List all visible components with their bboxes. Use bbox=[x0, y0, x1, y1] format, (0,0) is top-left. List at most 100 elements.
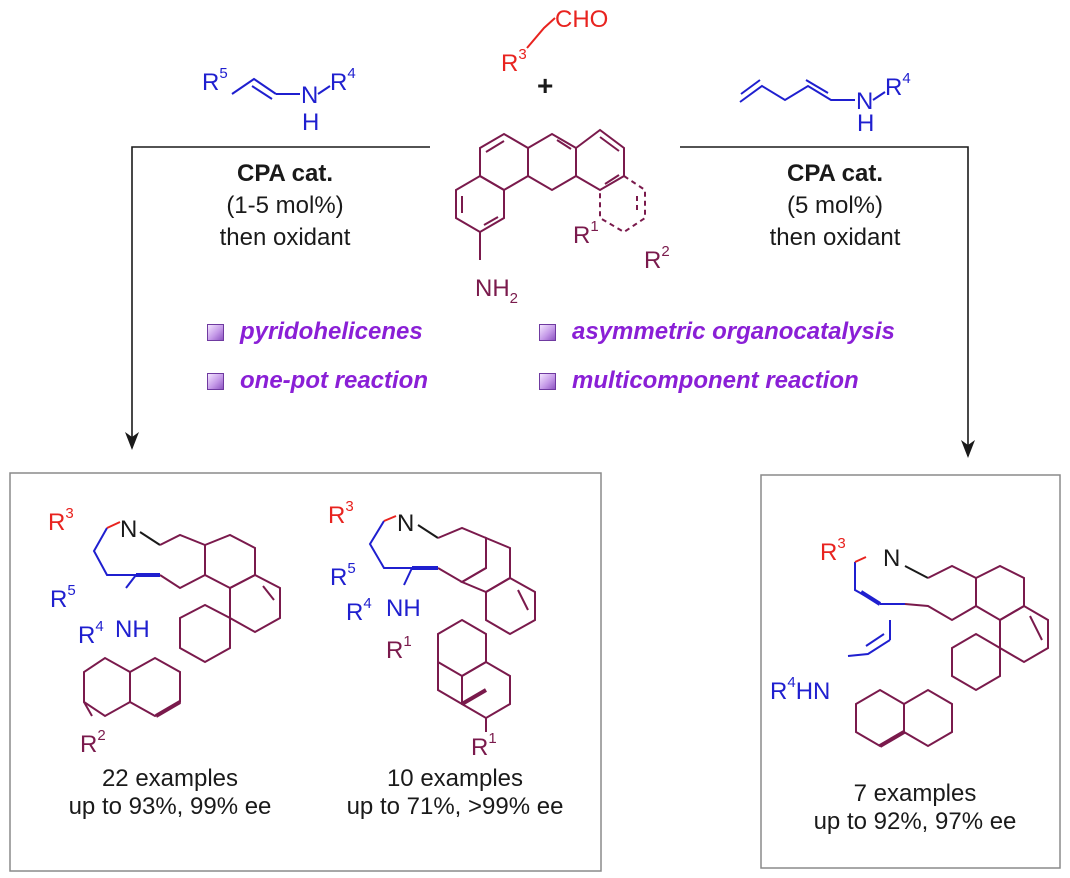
p2-r4: R bbox=[346, 599, 363, 626]
svg-text:R4HN: R4HN bbox=[770, 674, 830, 705]
helicene-nh2-sub: 2 bbox=[510, 290, 518, 307]
enamine-r4-sup: 4 bbox=[347, 65, 355, 82]
feature-label: asymmetric organocatalysis bbox=[572, 318, 895, 345]
enamine-n: N bbox=[301, 82, 318, 109]
right-catalyst: CPA cat. bbox=[786, 160, 884, 187]
svg-text:R1: R1 bbox=[471, 730, 497, 761]
helicene-r2-sup: 2 bbox=[661, 243, 669, 260]
enamine-structure: R5 N H R4 bbox=[202, 65, 356, 136]
p2-r4-sup: 4 bbox=[363, 595, 371, 612]
feature-label: pyridohelicenes bbox=[240, 318, 423, 345]
p1-r5-sup: 5 bbox=[67, 582, 75, 599]
feature-item: one-pot reaction bbox=[207, 367, 428, 395]
product-3-structure bbox=[847, 556, 1049, 748]
left-loading: (1-5 mol%) bbox=[226, 192, 344, 219]
p2-n: N bbox=[397, 510, 414, 537]
product-3-caption: 7 examples up to 92%, 97% ee bbox=[790, 780, 1040, 836]
p3-hn: HN bbox=[796, 678, 831, 705]
helicene-r2: R bbox=[644, 247, 661, 274]
p1-r5: R bbox=[50, 586, 67, 613]
aminohelicene-structure bbox=[455, 128, 646, 260]
svg-text:R5: R5 bbox=[202, 65, 228, 96]
square-bullet-icon bbox=[539, 323, 556, 341]
p3-n: N bbox=[883, 545, 900, 572]
dienamine-h: H bbox=[857, 110, 874, 137]
aldehyde-r-sup: 3 bbox=[518, 46, 526, 63]
left-conditions: CPA cat. (1-5 mol%) then oxidant bbox=[180, 160, 390, 252]
svg-text:R4: R4 bbox=[78, 618, 104, 649]
p1-r4: R bbox=[78, 622, 95, 649]
p2-r1a-sup: 1 bbox=[403, 633, 411, 650]
p3-r4-sup: 4 bbox=[787, 674, 795, 691]
feature-item: asymmetric organocatalysis bbox=[539, 318, 895, 346]
product-2-structure bbox=[368, 515, 536, 732]
left-catalyst: CPA cat. bbox=[236, 160, 334, 187]
plus-sign: + bbox=[537, 70, 553, 101]
p3-r4: R bbox=[770, 678, 787, 705]
dienamine-r4: R bbox=[885, 74, 902, 101]
product-1-structure bbox=[83, 521, 281, 718]
svg-text:NH2: NH2 bbox=[475, 275, 518, 307]
svg-text:R4: R4 bbox=[885, 70, 911, 101]
product-2-yield: up to 71%, >99% ee bbox=[346, 793, 564, 820]
helicene-r1: R bbox=[573, 222, 590, 249]
right-reaction-arrow bbox=[680, 146, 975, 458]
square-bullet-icon bbox=[207, 323, 224, 341]
svg-text:R3: R3 bbox=[501, 46, 527, 77]
right-loading: (5 mol%) bbox=[786, 192, 883, 219]
svg-text:R4: R4 bbox=[330, 65, 356, 96]
product-3-yield: up to 92%, 97% ee bbox=[813, 808, 1017, 835]
right-conditions: CPA cat. (5 mol%) then oxidant bbox=[730, 160, 940, 252]
enamine-r4: R bbox=[330, 69, 347, 96]
p2-r1b-sup: 1 bbox=[488, 730, 496, 747]
feature-item: multicomponent reaction bbox=[539, 367, 859, 395]
svg-text:R3: R3 bbox=[328, 498, 354, 529]
square-bullet-icon bbox=[539, 372, 556, 390]
p2-r3-sup: 3 bbox=[345, 498, 353, 515]
product-box-left bbox=[9, 472, 602, 872]
p1-r3-sup: 3 bbox=[65, 505, 73, 522]
left-oxidant: then oxidant bbox=[219, 224, 351, 251]
enamine-r5: R bbox=[202, 69, 219, 96]
p1-r2: R bbox=[80, 731, 97, 758]
p2-nh: NH bbox=[386, 595, 421, 622]
feature-label: one-pot reaction bbox=[240, 367, 429, 394]
feature-item: pyridohelicenes bbox=[207, 318, 423, 346]
p2-r5-sup: 5 bbox=[347, 560, 355, 577]
helicene-nh2: NH bbox=[475, 275, 510, 302]
feature-label: multicomponent reaction bbox=[572, 367, 859, 394]
product-1-yield: up to 93%, 99% ee bbox=[68, 793, 272, 820]
enamine-r5-sup: 5 bbox=[219, 65, 227, 82]
p3-r3: R bbox=[820, 539, 837, 566]
p1-nh: NH bbox=[115, 616, 150, 643]
p2-r1a: R bbox=[386, 637, 403, 664]
product-3-examples: 7 examples bbox=[853, 780, 977, 807]
product-1-examples: 22 examples bbox=[101, 765, 239, 792]
svg-text:R2: R2 bbox=[80, 727, 106, 758]
right-oxidant: then oxidant bbox=[769, 224, 901, 251]
left-reaction-arrow bbox=[125, 146, 430, 450]
p1-n: N bbox=[120, 516, 137, 543]
svg-text:R4: R4 bbox=[346, 595, 372, 626]
square-bullet-icon bbox=[207, 372, 224, 390]
svg-text:R3: R3 bbox=[48, 505, 74, 536]
product-1-caption: 22 examples up to 93%, 99% ee bbox=[50, 765, 290, 821]
aldehyde-r: R bbox=[501, 50, 518, 77]
p1-r2-sup: 2 bbox=[97, 727, 105, 744]
dienamine-n: N bbox=[856, 88, 873, 115]
p1-r3: R bbox=[48, 509, 65, 536]
svg-text:R1: R1 bbox=[386, 633, 412, 664]
p2-r3: R bbox=[328, 502, 345, 529]
svg-text:R5: R5 bbox=[330, 560, 356, 591]
helicene-r1-sup: 1 bbox=[590, 218, 598, 235]
product-2-examples: 10 examples bbox=[386, 765, 524, 792]
product-box-right bbox=[760, 474, 1061, 869]
enamine-h: H bbox=[302, 109, 319, 136]
aldehyde-cho: CHO bbox=[555, 6, 608, 33]
product-2-caption: 10 examples up to 71%, >99% ee bbox=[320, 765, 590, 821]
svg-text:R5: R5 bbox=[50, 582, 76, 613]
dienamine-r4-sup: 4 bbox=[902, 70, 910, 87]
p1-r4-sup: 4 bbox=[95, 618, 103, 635]
